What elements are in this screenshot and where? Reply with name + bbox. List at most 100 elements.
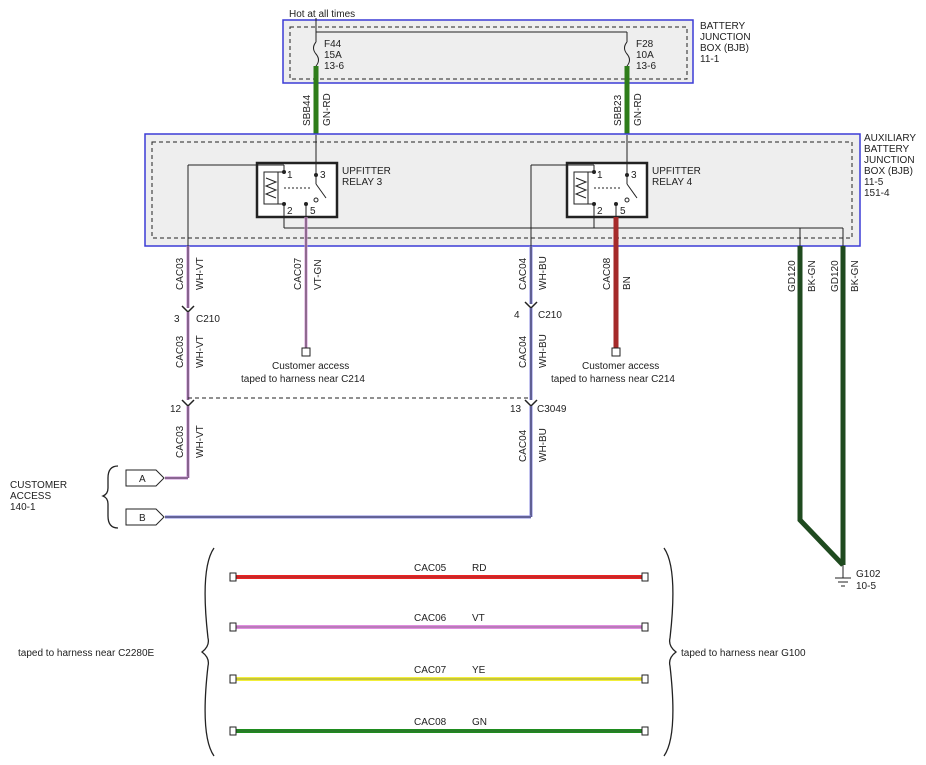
c210-pin4: 4 <box>514 310 520 321</box>
fuse-f44-ref: 13-6 <box>324 61 344 72</box>
cac07-note-2: taped to harness near C214 <box>241 374 365 385</box>
relay3-label-2: RELAY 3 <box>342 177 383 188</box>
cac04-color-2: WH-BU <box>538 334 549 368</box>
bundle-cac06-term-left <box>229 622 237 632</box>
cac03-color-3: WH-VT <box>195 425 206 458</box>
bundle-cac05-color: RD <box>472 563 486 574</box>
bundle-cac07-circuit: CAC07 <box>414 665 447 676</box>
relay3-pin-5: 5 <box>310 206 316 217</box>
bjb-box <box>282 19 694 84</box>
abjb-label-2: BATTERY <box>864 144 910 155</box>
cac07-note-1: Customer access <box>272 361 349 372</box>
c3049-pin13-symbol <box>524 399 538 408</box>
c210-pin3: 3 <box>174 314 180 325</box>
relay3-label-1: UPFITTER <box>342 166 391 177</box>
abjb-box <box>144 133 861 247</box>
fuse-f28-symbol <box>624 41 630 67</box>
cac04-color-1: WH-BU <box>538 256 549 290</box>
bundle-cac07-color: YE <box>472 665 486 676</box>
abjb-label-5: 11-5 <box>864 177 884 188</box>
customer-access-label-2: ACCESS <box>10 491 51 502</box>
cac03-color-1: WH-VT <box>195 257 206 290</box>
fuse-f28-rating: 10A <box>636 50 654 61</box>
relay4-pin-1: 1 <box>597 170 603 181</box>
relay3-pin-2: 2 <box>287 206 293 217</box>
cac08-note-2: taped to harness near C214 <box>551 374 675 385</box>
cac04-circuit-2: CAC04 <box>518 335 529 368</box>
c210-label-2: C210 <box>538 310 562 321</box>
cac07-circuit: CAC07 <box>293 257 304 290</box>
connector-pin-b: B <box>139 513 146 524</box>
cac04-circuit-3: CAC04 <box>518 429 529 462</box>
relay4-pin-3: 3 <box>631 170 637 181</box>
gd120-a-circuit: GD120 <box>787 260 798 292</box>
abjb-label-4: BOX (BJB) <box>864 166 913 177</box>
bundle-cac05-term-right <box>641 572 649 582</box>
relay4-label-2: RELAY 4 <box>652 177 693 188</box>
connector-pin-a: A <box>139 474 146 485</box>
customer-access-label-1: CUSTOMER <box>10 480 67 491</box>
bjb-label-4: 11-1 <box>700 54 720 65</box>
bundle-cac08-term-left <box>229 726 237 736</box>
wire-gd120-a <box>797 246 845 567</box>
c3049-pin12-symbol <box>181 399 195 408</box>
connector-b-shape <box>125 508 165 526</box>
cac03-circuit-3: CAC03 <box>175 425 186 458</box>
gd120-b-circuit: GD120 <box>830 260 841 292</box>
cac08-note-1: Customer access <box>582 361 659 372</box>
bundle-left-brace <box>200 547 215 757</box>
gd120-a-color: BK-GN <box>807 260 818 292</box>
relay4-pin-2: 2 <box>597 206 603 217</box>
cac07-terminal <box>301 347 311 357</box>
cac07-color: VT-GN <box>313 259 324 290</box>
bundle-cac06-color: VT <box>472 613 485 624</box>
fuse-f28-ref: 13-6 <box>636 61 656 72</box>
c210-label: C210 <box>196 314 220 325</box>
cac03-circuit-1: CAC03 <box>175 257 186 290</box>
hot-label: Hot at all times <box>289 9 355 20</box>
bundle-left-note: taped to harness near C2280E <box>18 648 155 659</box>
customer-access-label-3: 140-1 <box>10 502 36 513</box>
relay3-pin-3: 3 <box>320 170 326 181</box>
bjb-label-3: BOX (BJB) <box>700 43 749 54</box>
bundle-right-note: taped to harness near G100 <box>681 648 806 659</box>
abjb-label-3: JUNCTION <box>864 155 915 166</box>
relay3-pin-1: 1 <box>287 170 293 181</box>
bundle-cac06-term-right <box>641 622 649 632</box>
upfitter-relay-4 <box>565 135 649 228</box>
c3049-label: C3049 <box>537 404 567 415</box>
bjb-inner-dashed <box>289 26 688 80</box>
relay4-pin-5: 5 <box>620 206 626 217</box>
sbb44-circuit: SBB44 <box>302 94 313 126</box>
fuse-f28-name: F28 <box>636 39 654 50</box>
cac03-color-2: WH-VT <box>195 335 206 368</box>
bundle-cac06-circuit: CAC06 <box>414 613 447 624</box>
relay4-label-1: UPFITTER <box>652 166 701 177</box>
customer-access-bracket <box>101 465 119 529</box>
bundle-cac07-term-right <box>641 674 649 684</box>
fuse-f44-symbol <box>313 41 319 67</box>
cac04-circuit-1: CAC04 <box>518 257 529 290</box>
bjb-label-1: BATTERY <box>700 21 746 32</box>
ground-label-2: 10-5 <box>856 581 876 592</box>
fuse-f44-rating: 15A <box>324 50 342 61</box>
c3049-pin13: 13 <box>510 404 522 415</box>
cac03-circuit-2: CAC03 <box>175 335 186 368</box>
ground-icon <box>835 565 851 587</box>
cac04-color-3: WH-BU <box>538 428 549 462</box>
bundle-cac07-term-left <box>229 674 237 684</box>
bundle-cac05-circuit: CAC05 <box>414 563 447 574</box>
bundle-cac08-circuit: CAC08 <box>414 717 447 728</box>
c3049-pin12: 12 <box>170 404 182 415</box>
sbb44-color: GN-RD <box>322 93 333 126</box>
gd120-b-color: BK-GN <box>850 260 861 292</box>
upfitter-relay-3 <box>255 135 339 228</box>
cac08-circuit: CAC08 <box>602 257 613 290</box>
connector-a-shape <box>125 469 165 487</box>
bjb-label-2: JUNCTION <box>700 32 751 43</box>
ground-label-1: G102 <box>856 569 881 580</box>
sbb23-circuit: SBB23 <box>613 94 624 126</box>
bundle-cac08-color: GN <box>472 717 487 728</box>
abjb-label-1: AUXILIARY <box>864 133 916 144</box>
